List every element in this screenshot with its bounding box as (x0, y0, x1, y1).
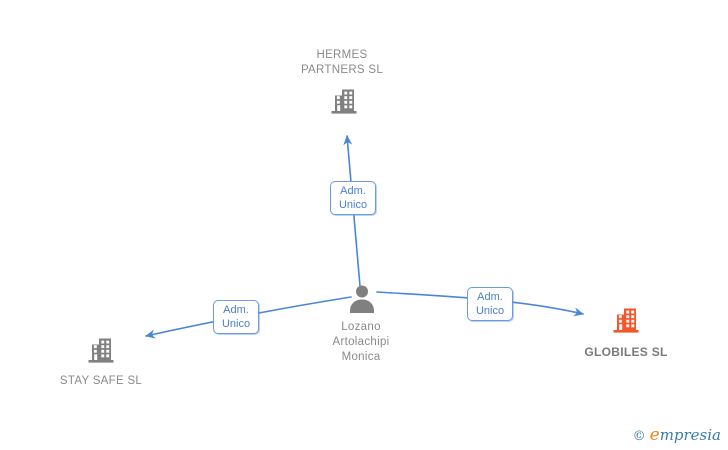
company-label-hermes-partners[interactable]: HERMES PARTNERS SL (300, 49, 384, 76)
edge-role-badge-staysafe: Adm. Unico (213, 300, 259, 334)
empresia-brand-text: mpresia (659, 426, 721, 444)
person-name-label[interactable]: Lozano Artolachipi Monica (332, 321, 390, 363)
copyright-icon: © (632, 429, 646, 444)
edge-role-badge-hermes: Adm. Unico (330, 181, 376, 215)
empresia-logo[interactable]: ©empresia (633, 426, 721, 446)
edge-role-badge-globiles: Adm. Unico (467, 287, 513, 321)
company-label-staysafe[interactable]: STAY SAFE SL (59, 375, 143, 387)
company-building-icon-staysafe[interactable] (87, 336, 115, 370)
company-label-globiles[interactable]: GLOBILES SL (584, 345, 668, 359)
person-avatar-icon[interactable] (346, 283, 378, 320)
company-building-icon-hermes[interactable] (330, 87, 358, 121)
empresia-brand-initial: e (649, 425, 660, 445)
company-building-icon-globiles[interactable] (612, 306, 640, 340)
